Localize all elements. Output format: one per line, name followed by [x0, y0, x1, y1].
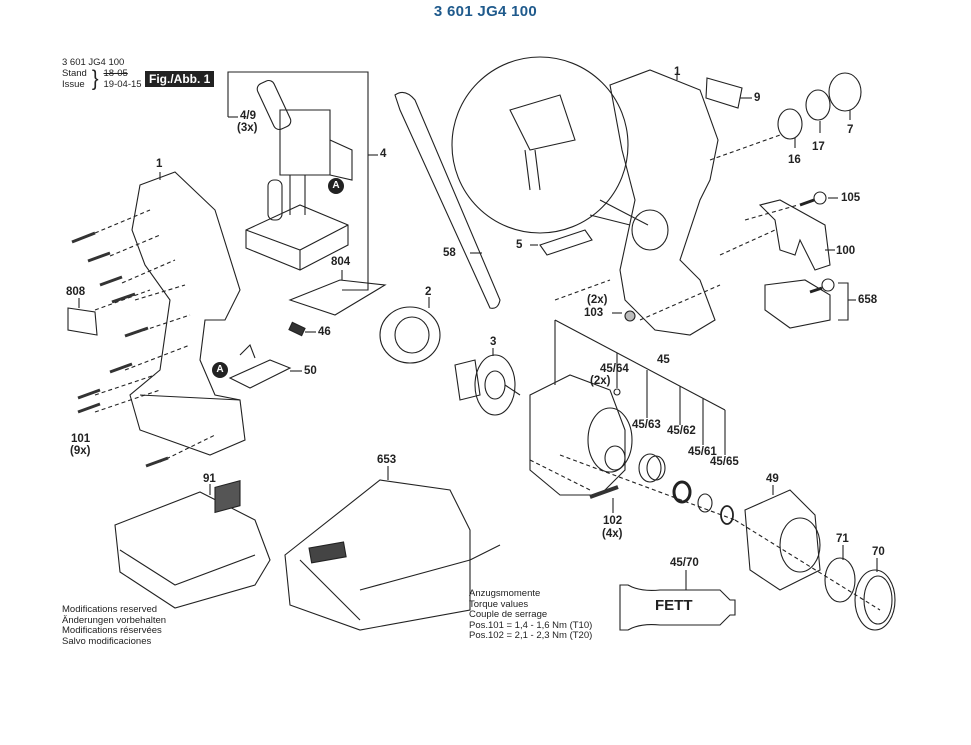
issue-value: 19-04-15	[103, 79, 142, 90]
nose-cover-49	[744, 485, 821, 591]
parts-16-17-7	[777, 72, 862, 148]
note-line: Salvo modificaciones	[62, 635, 152, 647]
screw-105	[799, 191, 838, 207]
battery-91	[114, 479, 271, 609]
screws-101	[94, 209, 216, 463]
part-label: 102	[603, 515, 623, 527]
brace-icon: }	[91, 66, 99, 91]
label-808	[67, 298, 98, 336]
part-label: 91	[203, 473, 216, 485]
part-label: 71	[836, 533, 849, 545]
reference-marker-a: A	[328, 178, 344, 194]
grease-tube	[619, 570, 736, 631]
part-label: 70	[872, 546, 885, 558]
note-line: Torque values	[469, 598, 529, 610]
part-label: 45/65	[710, 456, 739, 468]
clip-45-65	[720, 505, 734, 525]
part-label: 3	[490, 336, 497, 348]
part-label: 17	[812, 141, 825, 153]
part-label: 45/64	[600, 363, 629, 375]
part-label: 46	[318, 326, 331, 338]
part-label: 7	[847, 124, 854, 136]
label-9	[705, 77, 752, 109]
part-label: 100	[836, 245, 856, 257]
part-label: 4	[380, 148, 387, 160]
part-label: 808	[66, 286, 86, 298]
note-line: Couple de serrage	[469, 609, 548, 620]
part-label: 49	[766, 473, 779, 485]
belt-clip-100	[758, 199, 835, 271]
part-label: 45	[657, 354, 670, 366]
part-label: 4/9	[240, 110, 256, 122]
part-qty: (9x)	[70, 445, 91, 457]
part-label: 45/70	[670, 557, 699, 569]
part-label: 5	[516, 239, 523, 251]
note-line: Pos.102 = 2,1 - 2,3 Nm (T20)	[469, 630, 593, 641]
part-label: 804	[331, 256, 351, 268]
housing-right	[609, 69, 719, 336]
stator-2	[379, 297, 441, 364]
ring-45-63	[638, 453, 666, 483]
part-label: 658	[858, 294, 878, 306]
part-number: 3 601 JG4 100	[62, 57, 125, 68]
part-5	[530, 229, 593, 256]
nut-103	[612, 310, 636, 322]
holder-658	[764, 278, 856, 329]
note-line: Modifications réservées	[62, 625, 162, 636]
gear-housing	[529, 320, 633, 496]
note-line: Änderungen vorbehalten	[62, 614, 167, 626]
ring-71	[824, 545, 856, 603]
bit-58	[394, 91, 501, 309]
washer-45-61	[697, 493, 713, 513]
grease-label: FETT	[655, 597, 693, 614]
torque-note: Anzugsmomente Torque values Couple de se…	[469, 588, 593, 642]
part-label: 9	[754, 92, 761, 104]
rotor-3	[454, 348, 521, 416]
plate-804	[288, 270, 387, 316]
part-qty: (3x)	[237, 122, 258, 134]
part-qty: (2x)	[587, 294, 608, 306]
part-label: 45/61	[688, 446, 717, 458]
housing-left	[129, 171, 246, 456]
electronics-module	[245, 79, 353, 271]
spring-46	[288, 321, 316, 337]
figure-label: Fig./Abb. 1	[145, 71, 215, 87]
note-line: Pos.101 = 1,4 - 1,6 Nm (T10)	[469, 619, 593, 631]
part-label: 1	[156, 158, 163, 170]
stand-value: 18-05	[103, 68, 128, 79]
page-title: 3 601 JG4 100	[433, 3, 538, 20]
part-label: 1	[674, 66, 681, 78]
detail-magnifier	[451, 56, 649, 234]
bracket-45	[554, 319, 726, 455]
part-label: 2	[425, 286, 432, 298]
screw-heads	[71, 231, 169, 468]
note-line: Anzugsmomente	[469, 588, 541, 599]
bracket-4	[227, 71, 378, 291]
part-label: 45/63	[632, 419, 661, 431]
screw-102	[589, 485, 619, 513]
part-label: 653	[377, 454, 397, 466]
part-label: 105	[841, 192, 861, 204]
stand-label: Stand	[62, 68, 87, 79]
part-label: 16	[788, 154, 801, 166]
issue-label: Issue	[62, 79, 85, 90]
reference-marker-a: A	[212, 362, 228, 378]
charger-653	[284, 466, 501, 631]
part-label: 50	[304, 365, 317, 377]
revision-header: 3 601 JG4 100 Stand Issue } 18-05 19-04-…	[62, 57, 142, 90]
switch-cover-50	[228, 344, 302, 389]
part-qty: (2x)	[590, 375, 611, 387]
part-label: 103	[584, 307, 604, 319]
note-line: Modifications reserved	[62, 604, 158, 615]
part-label: 101	[71, 433, 91, 445]
cap-70	[854, 558, 896, 631]
part-label: 58	[443, 247, 456, 259]
part-qty: (4x)	[602, 528, 623, 540]
ring-45-62	[672, 480, 692, 504]
modifications-note: Modifications reserved Änderungen vorbeh…	[62, 604, 167, 647]
part-label: 45/62	[667, 425, 696, 437]
